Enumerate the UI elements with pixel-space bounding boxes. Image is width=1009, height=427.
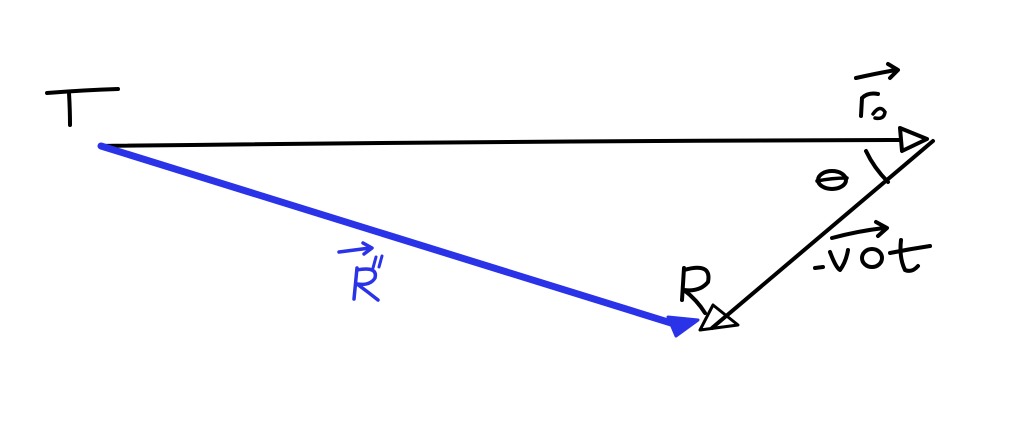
label-velocity-term [813, 220, 932, 273]
label-R-prime [337, 241, 384, 302]
label-R [680, 265, 711, 315]
text-transmitter: T [20, 69, 21, 71]
vector-r0-arrowhead [898, 126, 929, 153]
label-theta [815, 149, 890, 191]
text-initial-vector: r [830, 58, 831, 61]
label-r0 [854, 62, 900, 121]
vector-R-prime [97, 142, 700, 338]
label-T [45, 87, 120, 127]
text-receiver: R [650, 259, 651, 261]
text-relative-vector: R' [320, 319, 322, 321]
text-velocity-term: -vot [800, 298, 803, 301]
text-angle: θ [800, 209, 801, 211]
vector-velocity [710, 139, 935, 330]
vector-r0 [98, 126, 929, 153]
receiver-marker [698, 303, 740, 332]
vector-R-prime-arrowhead [666, 315, 700, 338]
